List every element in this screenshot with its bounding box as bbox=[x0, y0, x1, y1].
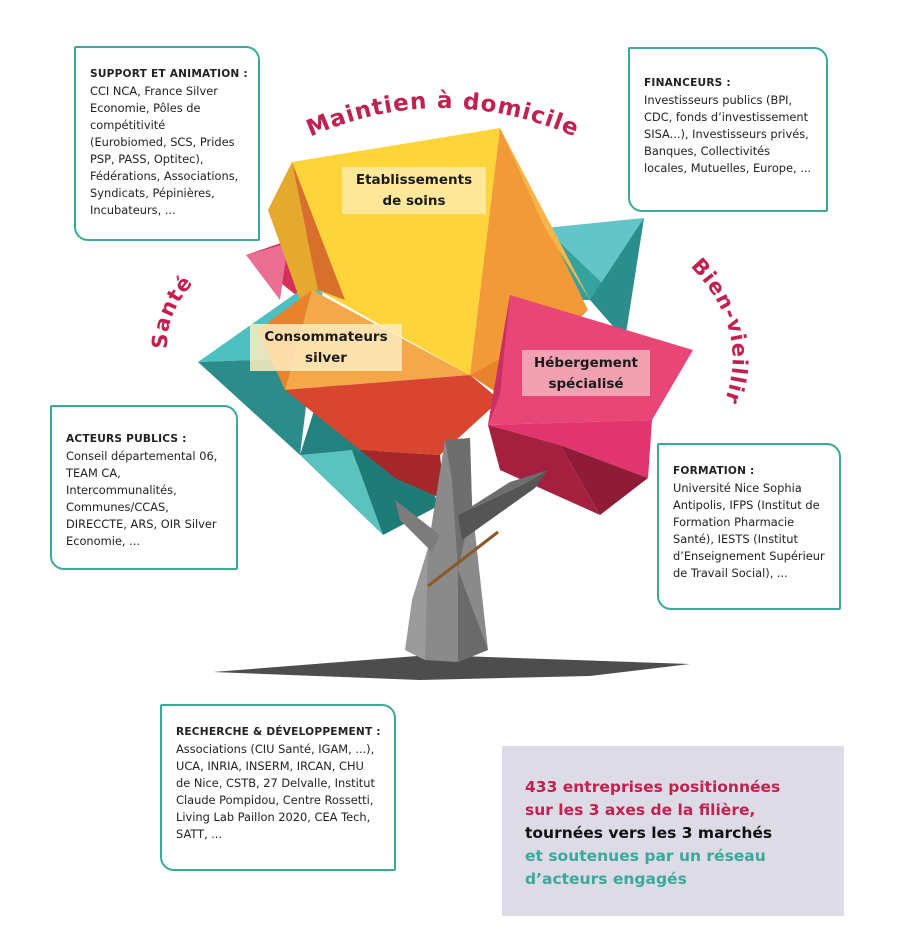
box-financeurs-line: CDC, fonds d’investissement bbox=[644, 110, 809, 124]
shard-orange-light bbox=[500, 128, 590, 300]
box-recherche-line: Claude Pompidou, Centre Rossetti, bbox=[176, 793, 374, 807]
box-recherche-line: de Nice, CSTB, 27 Delvalle, Institut bbox=[176, 776, 375, 790]
shard-red-dark-low bbox=[360, 450, 445, 500]
box-support-line: Incubateurs, ... bbox=[90, 203, 176, 217]
box-formation-title: FORMATION : bbox=[673, 465, 755, 477]
box-support-line: Fédérations, Associations, bbox=[90, 169, 239, 183]
stat-line-axes: sur les 3 axes de la filière, bbox=[525, 801, 756, 819]
box-financeurs-line: locales, Mutuelles, Europe, ... bbox=[644, 161, 812, 175]
box-formation-line: Santé), IESTS (Institut bbox=[673, 532, 798, 546]
shard-wine-dark bbox=[560, 445, 648, 515]
box-support-title: SUPPORT ET ANIMATION : bbox=[90, 68, 248, 80]
market-label-hebergement-line2: spécialisé bbox=[548, 376, 624, 392]
shard-pink-seam bbox=[488, 295, 510, 425]
axis-label-bien-vieillir: Bien-vieillir bbox=[687, 253, 752, 407]
box-formation-line: Antipolis, IFPS (Institut de bbox=[673, 498, 820, 512]
box-formation-line: d’Enseignement Supérieur bbox=[673, 549, 825, 563]
box-support-line: compétitivité bbox=[90, 118, 166, 132]
box-acteurs-line: DIRECCTE, ARS, OIR Silver bbox=[66, 517, 217, 531]
market-label-consommateurs: Consommateurs silver bbox=[250, 324, 402, 371]
box-financeurs-title: FINANCEURS : bbox=[644, 77, 731, 89]
box-recherche-line: Associations (CIU Santé, IGAM, ...), bbox=[176, 742, 375, 756]
box-support-line: PSP, PASS, Optitec), bbox=[90, 152, 204, 166]
box-acteurs-line: Economie, ... bbox=[66, 534, 140, 548]
stat-line-actors: d’acteurs engagés bbox=[525, 870, 687, 888]
box-recherche-line: SATT, ... bbox=[176, 827, 223, 841]
shard-orange-left-fold bbox=[292, 162, 345, 300]
market-label-hebergement-line1: Hébergement bbox=[533, 355, 639, 371]
shard-red-centre bbox=[285, 375, 500, 455]
shard-teal-low-light bbox=[300, 450, 383, 535]
box-financeurs-line: Investisseurs publics (BPI, bbox=[644, 93, 793, 107]
market-label-consommateurs-line1: Consommateurs bbox=[264, 329, 388, 345]
tree-branch-left bbox=[395, 500, 440, 552]
box-recherche-title: RECHERCHE & DÉVELOPPEMENT : bbox=[176, 726, 381, 738]
market-label-etablissements-line2: de soins bbox=[382, 193, 446, 209]
box-formation-line: Université Nice Sophia bbox=[673, 481, 802, 495]
box-support-line: Syndicats, Pépinières, bbox=[90, 186, 215, 200]
box-acteurs-publics: ACTEURS PUBLICS : Conseil départemental … bbox=[50, 405, 238, 570]
box-formation: FORMATION : Université Nice Sophia Antip… bbox=[657, 443, 841, 610]
box-recherche-developpement: RECHERCHE & DÉVELOPPEMENT : Associations… bbox=[160, 704, 396, 871]
box-support-line: Economie, Pôles de bbox=[90, 101, 201, 115]
stat-summary-box: 433 entreprises positionnées sur les 3 a… bbox=[502, 746, 844, 916]
box-acteurs-line: TEAM CA, bbox=[66, 466, 121, 480]
box-recherche-line: Living Lab Paillon 2020, CEA Tech, bbox=[176, 810, 371, 824]
box-support-animation: SUPPORT ET ANIMATION : CCI NCA, France S… bbox=[74, 46, 260, 241]
stat-line-network: et soutenues par un réseau bbox=[525, 847, 766, 865]
shard-pink-left-light bbox=[246, 243, 288, 300]
box-acteurs-line: Conseil départemental 06, bbox=[66, 449, 218, 463]
box-formation-line: de Travail Social), ... bbox=[673, 566, 788, 580]
axis-label-maintien-domicile: Maintien à domicile bbox=[303, 88, 583, 142]
box-support-line: (Eurobiomed, SCS, Prides bbox=[90, 135, 235, 149]
box-formation-line: Formation Pharmacie bbox=[673, 515, 795, 529]
shard-pink-right-low bbox=[488, 420, 652, 478]
tree-trunk-shade bbox=[445, 438, 472, 570]
tree-trunk-base-shade bbox=[458, 570, 488, 662]
shard-yellow-left-edge bbox=[268, 162, 318, 300]
market-label-etablissements-line1: Etablissements bbox=[355, 172, 473, 188]
box-financeurs-line: Banques, Collectivités bbox=[644, 144, 771, 158]
box-acteurs-line: Communes/CCAS, bbox=[66, 500, 169, 514]
shard-teal-right-dark bbox=[590, 218, 644, 340]
box-acteurs-title: ACTEURS PUBLICS : bbox=[66, 433, 187, 445]
market-label-hebergement: Hébergement spécialisé bbox=[522, 350, 650, 396]
box-financeurs: FINANCEURS : Investisseurs publics (BPI,… bbox=[628, 47, 828, 212]
box-recherche-line: UCA, INRIA, INSERM, IRCAN, CHU bbox=[176, 759, 364, 773]
box-support-line: CCI NCA, France Silver bbox=[90, 84, 218, 98]
box-acteurs-line: Intercommunalités, bbox=[66, 483, 177, 497]
market-label-etablissements: Etablissements de soins bbox=[342, 167, 486, 214]
box-financeurs-line: SISA...), Investisseurs privés, bbox=[644, 127, 809, 141]
tree-trunk-left-light bbox=[405, 548, 428, 660]
tree-branch-right-top bbox=[458, 470, 548, 515]
stat-line-companies: 433 entreprises positionnées bbox=[525, 778, 781, 796]
stat-line-markets: tournées vers les 3 marchés bbox=[525, 824, 773, 842]
axis-label-sante: Santé bbox=[148, 270, 198, 349]
market-label-consommateurs-line2: silver bbox=[305, 350, 347, 366]
tree-branch-right bbox=[458, 470, 548, 540]
ground-shadow bbox=[213, 655, 690, 680]
shard-wine-right bbox=[488, 425, 600, 515]
brown-twig bbox=[427, 530, 499, 588]
